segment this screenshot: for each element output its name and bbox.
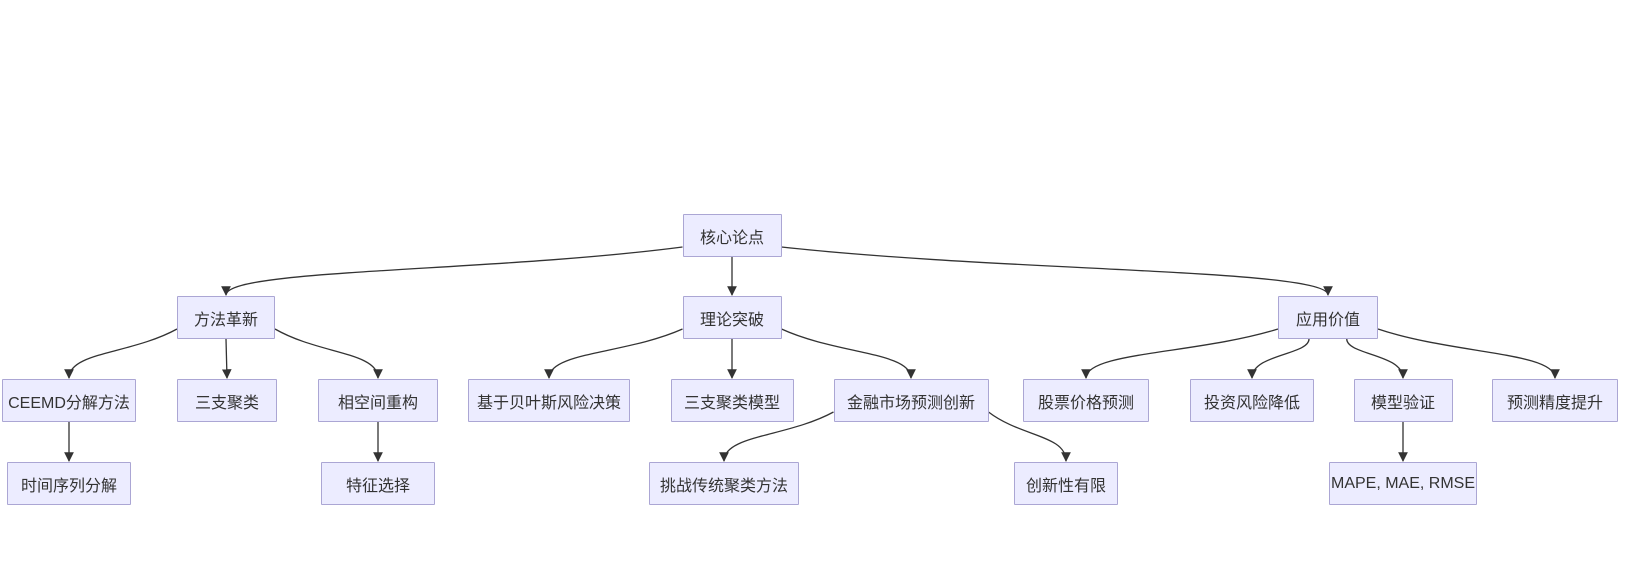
- edge-method-phase: [274, 328, 383, 379]
- node-phase: 相空间重构: [318, 379, 438, 422]
- node-label: 相空间重构: [337, 394, 418, 412]
- node-ceemd: CEEMD分解方法: [2, 379, 136, 422]
- node-label: 核心论点: [699, 229, 764, 247]
- node-label: 预测精度提升: [1506, 394, 1603, 412]
- node-label: 三支聚类: [194, 394, 259, 412]
- node-label: 金融市场预测创新: [846, 394, 975, 412]
- node-stock: 股票价格预测: [1023, 379, 1149, 422]
- edge-application-stock: [1081, 328, 1279, 379]
- node-label: 特征选择: [345, 477, 410, 495]
- node-bayes: 基于贝叶斯风险决策: [468, 379, 630, 422]
- node-application: 应用价值: [1278, 296, 1378, 339]
- node-limited: 创新性有限: [1014, 462, 1118, 505]
- edge-method-ceemd: [64, 328, 178, 379]
- edge-application-accuracy: [1377, 328, 1560, 379]
- edge-method-threeway: [221, 338, 232, 379]
- node-label: 三支聚类模型: [683, 394, 780, 412]
- node-twmodel: 三支聚类模型: [670, 379, 794, 422]
- edge-core-application: [781, 246, 1333, 296]
- node-finance: 金融市场预测创新: [833, 379, 989, 422]
- node-label: 股票价格预测: [1037, 394, 1134, 412]
- node-featsel: 特征选择: [321, 462, 435, 505]
- edge-application-risk: [1247, 338, 1310, 379]
- node-risk: 投资风险降低: [1190, 379, 1314, 422]
- node-label: 方法革新: [193, 311, 258, 329]
- node-label: CEEMD分解方法: [8, 394, 130, 412]
- node-label: MAPE, MAE, RMSE: [1330, 474, 1476, 492]
- node-label: 投资风险降低: [1203, 394, 1300, 412]
- edge-application-validation: [1346, 338, 1408, 379]
- node-label: 创新性有限: [1025, 477, 1106, 495]
- node-theory: 理论突破: [682, 296, 782, 339]
- node-label: 基于贝叶斯风险决策: [476, 394, 621, 412]
- edge-core-method: [221, 246, 683, 296]
- node-tsdecomp: 时间序列分解: [7, 462, 131, 505]
- edge-finance-challenge: [719, 411, 834, 462]
- node-accuracy: 预测精度提升: [1492, 379, 1618, 422]
- node-label: 理论突破: [699, 311, 764, 329]
- edge-theory-bayes: [544, 328, 683, 379]
- node-threeway: 三支聚类: [177, 379, 277, 422]
- edge-finance-limited: [988, 411, 1071, 462]
- node-validation: 模型验证: [1353, 379, 1453, 422]
- node-label: 应用价值: [1295, 311, 1360, 329]
- node-core: 核心论点: [682, 214, 782, 257]
- node-label: 时间序列分解: [20, 477, 117, 495]
- edge-theory-finance: [781, 328, 916, 379]
- node-challenge: 挑战传统聚类方法: [649, 462, 799, 505]
- node-label: 挑战传统聚类方法: [659, 477, 788, 495]
- node-method: 方法革新: [177, 296, 275, 339]
- node-label: 模型验证: [1370, 394, 1435, 412]
- node-metrics: MAPE, MAE, RMSE: [1329, 462, 1477, 505]
